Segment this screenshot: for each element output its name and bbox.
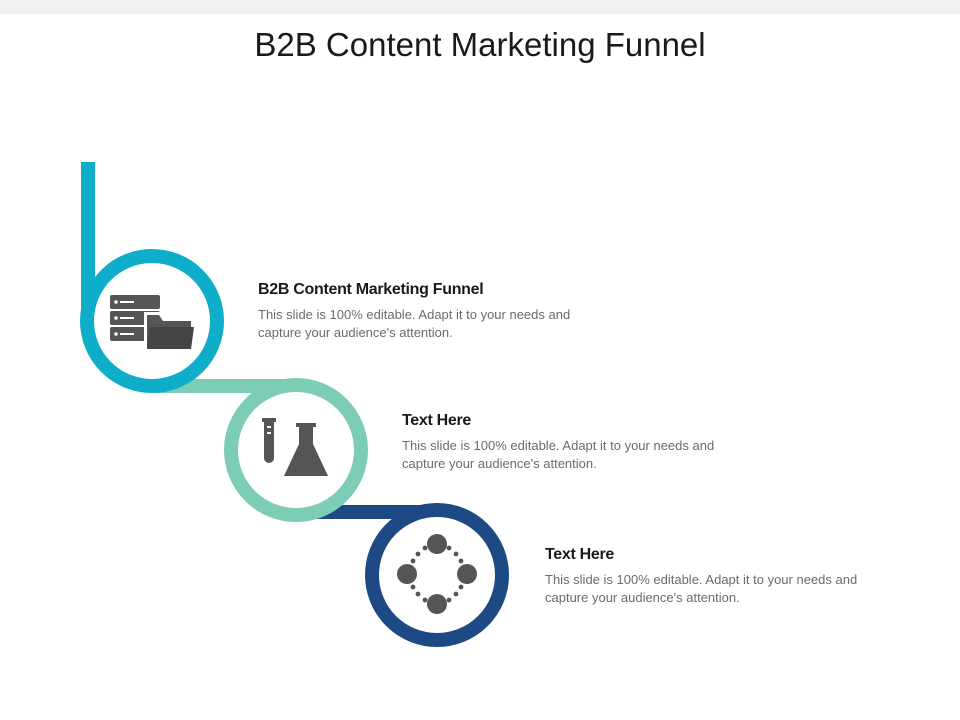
step3-text: Text Here This slide is 100% editable. A…: [545, 546, 905, 607]
step1-node: [80, 249, 224, 393]
top-strip: [0, 0, 960, 14]
step2-node: [224, 378, 368, 522]
step2-text: Text Here This slide is 100% editable. A…: [402, 412, 762, 473]
step2-heading: Text Here: [402, 412, 472, 429]
step1-text: B2B Content Marketing Funnel This slide …: [258, 281, 618, 342]
server-folder-icon: [110, 295, 194, 352]
step1-description: This slide is 100% editable. Adapt it to…: [258, 307, 571, 340]
step3-description: This slide is 100% editable. Adapt it to…: [545, 572, 858, 605]
network-circle-icon: [397, 534, 477, 614]
step2-description: This slide is 100% editable. Adapt it to…: [402, 438, 715, 471]
step3-heading: Text Here: [545, 546, 615, 563]
slide-title: B2B Content Marketing Funnel: [254, 26, 706, 63]
step1-heading: B2B Content Marketing Funnel: [258, 281, 484, 298]
step3-node: [365, 503, 509, 647]
lab-flask-icon: [262, 418, 328, 476]
